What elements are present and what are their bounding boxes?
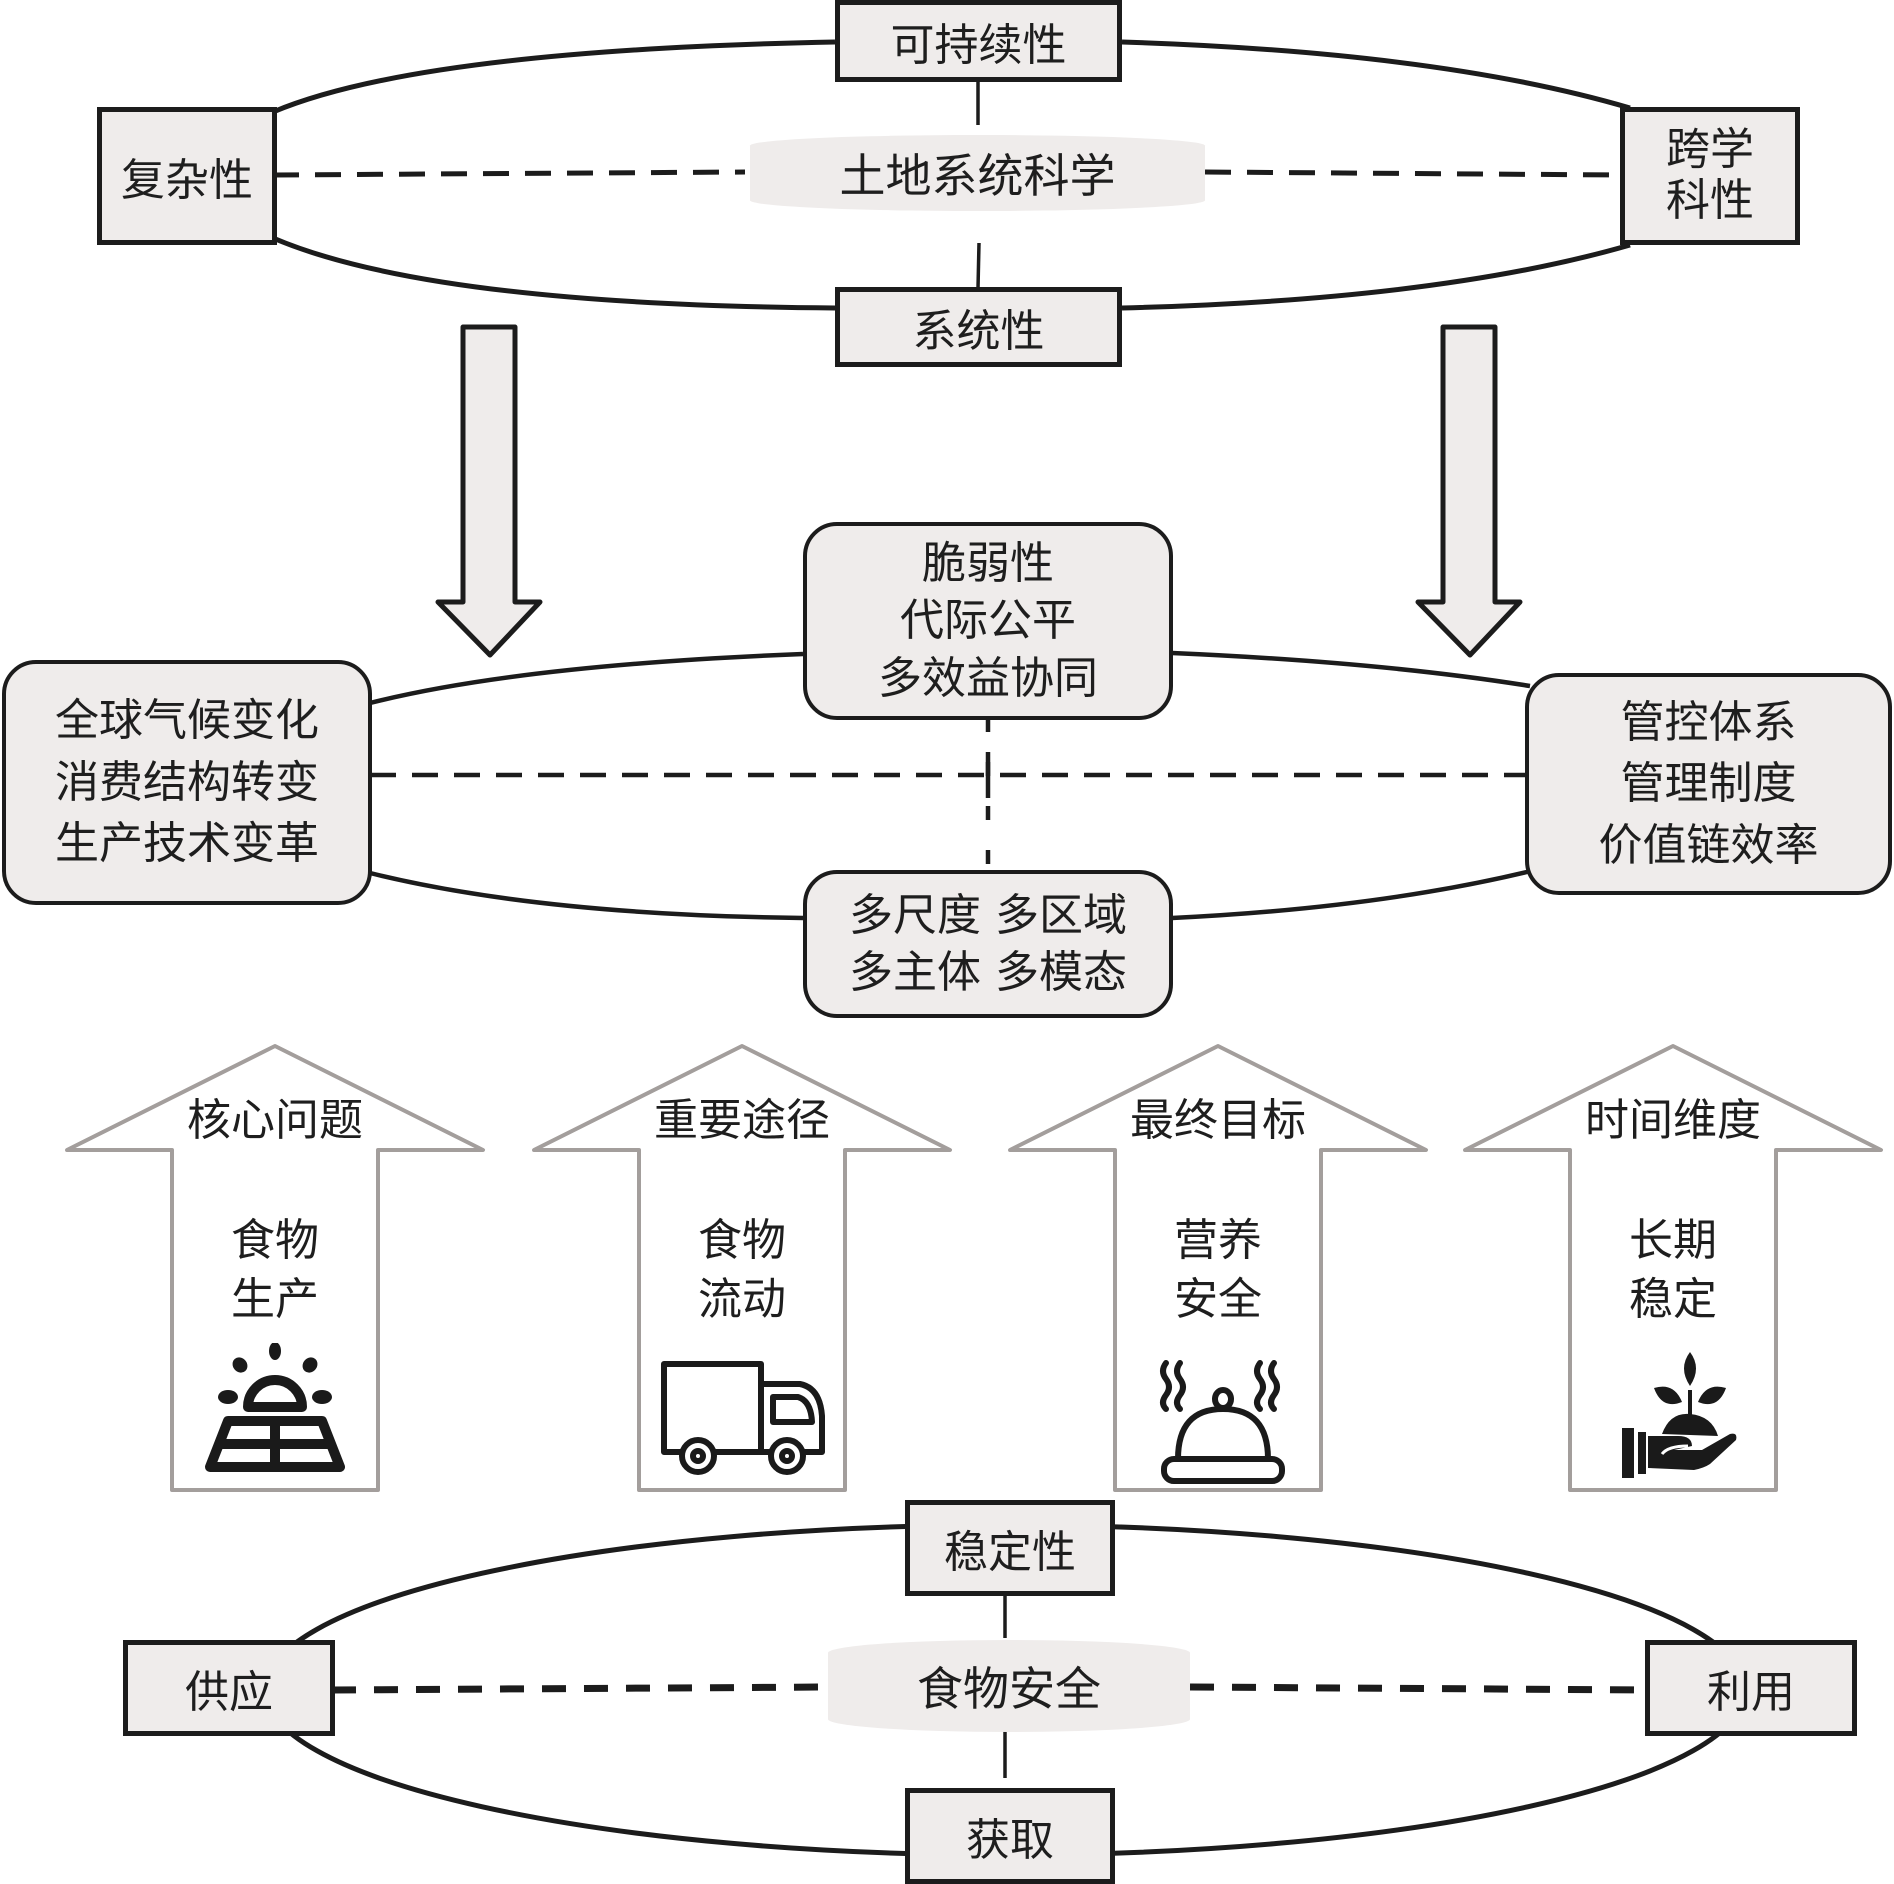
top-ring-arc-bottom-right	[1121, 242, 1631, 311]
bottom-center-food-security: 食物安全	[828, 1640, 1190, 1732]
middle-right-line-3: 价值链效率	[1598, 819, 1819, 871]
middle-left-line-3: 生产技术变革	[55, 818, 319, 870]
solar-panel-icon	[205, 1343, 345, 1472]
pillar-title-text: 时间维度	[1585, 1094, 1761, 1146]
middle-top-line-2: 代际公平	[900, 595, 1076, 647]
pillar-title: 重要途径	[592, 1085, 892, 1155]
down-arrow-left	[435, 324, 543, 658]
pillar-body-line-1: 食物	[698, 1214, 786, 1266]
up-arrow-pillar-core-issue	[65, 1044, 485, 1492]
pillar-title-text: 最终目标	[1130, 1094, 1306, 1146]
middle-top-line-1: 脆弱性	[922, 538, 1054, 590]
top-cycle-ring	[272, 39, 1631, 311]
pillar-body-line-2: 安全	[1174, 1274, 1262, 1325]
down-arrow-right	[1415, 324, 1523, 658]
top-node-sustainability: 可持续性	[835, 0, 1122, 82]
top-node-complexity: 复杂性	[97, 107, 277, 245]
delivery-truck-icon	[661, 1361, 825, 1475]
pillar-title: 最终目标	[1068, 1085, 1368, 1155]
top-ring-arc-top-right	[1121, 39, 1631, 111]
middle-ring-arc-bottom-right	[1171, 867, 1536, 921]
pillar-title-text: 重要途径	[654, 1094, 830, 1146]
bottom-dashed-axis-right	[1189, 1683, 1651, 1694]
top-ring-arc-top-left	[272, 39, 836, 115]
middle-ring-arc-bottom-left	[369, 870, 804, 921]
pillar-body-line-2: 稳定	[1629, 1274, 1717, 1325]
middle-node-drivers: 全球气候变化 消费结构转变 生产技术变革	[2, 660, 372, 905]
top-node-interdisciplinarity-line-1: 跨学	[1666, 124, 1754, 176]
pillar-body: 长期 稳定	[1573, 1205, 1773, 1335]
middle-node-governance: 管控体系 管理制度 价值链效率	[1525, 673, 1892, 895]
top-center-label: 土地系统科学	[839, 149, 1116, 203]
up-arrow-pillar-time-dimension	[1463, 1044, 1883, 1492]
middle-cycle-axes	[370, 718, 1525, 880]
pillar-title: 核心问题	[125, 1085, 425, 1155]
top-center-land-system-science: 土地系统科学	[750, 135, 1205, 211]
middle-node-vulnerability: 脆弱性 代际公平 多效益协同	[803, 522, 1173, 720]
bottom-node-stability-label: 稳定性	[944, 1527, 1076, 1578]
bottom-node-access-label: 获取	[966, 1815, 1054, 1866]
pillar-body: 营养 安全	[1118, 1205, 1318, 1335]
top-node-systematicity-label: 系统性	[912, 306, 1045, 357]
middle-ring-arc-top-left	[369, 651, 804, 706]
top-node-interdisciplinarity-line-2: 科性	[1666, 175, 1754, 226]
pillars-layer	[65, 1044, 1883, 1492]
middle-left-line-1: 全球气候变化	[55, 695, 319, 747]
top-solid-axis-down	[976, 242, 981, 289]
food-cloche-icon	[1160, 1360, 1285, 1484]
middle-right-line-1: 管控体系	[1620, 696, 1797, 748]
pillar-body-line-2: 流动	[698, 1274, 786, 1325]
pillar-body-line-1: 食物	[231, 1214, 319, 1266]
pillar-body-line-1: 营养	[1174, 1214, 1262, 1266]
bottom-dashed-axis-left	[331, 1683, 829, 1694]
bottom-node-access: 获取	[905, 1788, 1115, 1884]
bottom-node-stability: 稳定性	[905, 1500, 1115, 1596]
middle-top-line-3: 多效益协同	[878, 652, 1098, 704]
up-arrow-pillar-key-pathway	[532, 1044, 952, 1492]
bottom-cycle-axes	[331, 1594, 1651, 1778]
top-cycle-axes	[272, 80, 1621, 289]
top-node-sustainability-label: 可持续性	[890, 20, 1067, 71]
middle-cycle-ring	[369, 650, 1536, 921]
middle-bottom-line-2: 多主体 多模态	[849, 947, 1127, 998]
pillar-body-line-1: 长期	[1629, 1214, 1717, 1266]
bottom-node-utilization: 利用	[1645, 1640, 1857, 1736]
pillar-body: 食物 生产	[175, 1205, 375, 1335]
up-arrow-pillar-ultimate-goal	[1008, 1044, 1428, 1492]
top-node-systematicity: 系统性	[835, 287, 1122, 367]
middle-left-line-2: 消费结构转变	[55, 756, 319, 808]
pillar-body: 食物 流动	[642, 1205, 842, 1335]
pillar-body-line-2: 生产	[231, 1274, 319, 1325]
middle-ring-arc-top-right	[1171, 650, 1531, 689]
pillar-title-text: 核心问题	[187, 1094, 363, 1146]
middle-node-multiscale: 多尺度 多区域 多主体 多模态	[803, 870, 1173, 1018]
top-ring-arc-bottom-left	[272, 235, 836, 311]
top-node-complexity-label: 复杂性	[121, 155, 253, 206]
top-dashed-axis-right	[1204, 169, 1621, 178]
top-node-interdisciplinarity: 跨学 科性	[1620, 107, 1800, 245]
middle-right-line-2: 管理制度	[1620, 758, 1797, 810]
middle-bottom-line-1: 多尺度 多区域	[849, 889, 1127, 941]
pillar-title: 时间维度	[1523, 1085, 1823, 1155]
top-dashed-axis-left	[272, 169, 746, 178]
hand-plant-icon	[1622, 1352, 1737, 1478]
bottom-center-label: 食物安全	[917, 1662, 1101, 1716]
bottom-node-supply: 供应	[123, 1640, 335, 1736]
bottom-node-supply-label: 供应	[185, 1667, 273, 1718]
bottom-node-utilization-label: 利用	[1707, 1667, 1795, 1718]
